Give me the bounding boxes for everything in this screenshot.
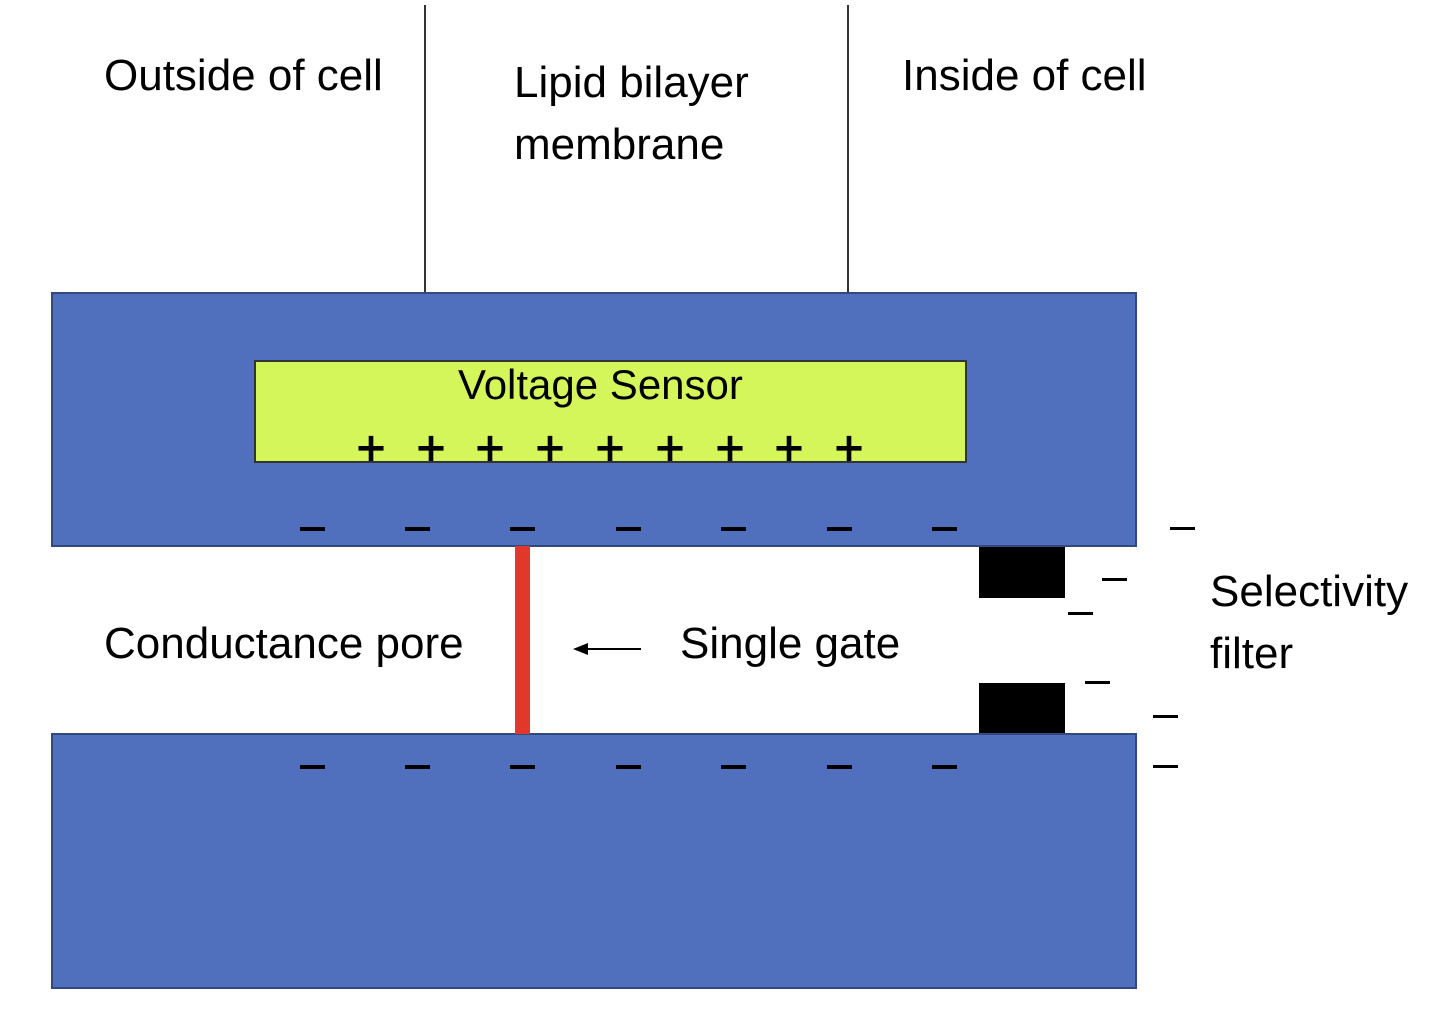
sensor-positive-charges: + + + + + + + + + [354,425,866,471]
negative-charge [932,765,957,769]
negative-charge [1068,612,1093,615]
negative-charge [300,765,325,769]
positive-charge: + [832,425,866,471]
lower-membrane-negative-charges [300,765,957,769]
selectivity-filter-bottom-block [979,683,1065,733]
outside-of-cell-label: Outside of cell [104,51,383,100]
upper-membrane-negative-charges [300,527,957,531]
lower-membrane-block [51,733,1137,989]
positive-charge: + [772,425,806,471]
selectivity-filter-label-line1: Selectivity [1210,567,1409,616]
positive-charge: + [354,425,388,471]
negative-charge [616,527,641,531]
negative-charge [827,527,852,531]
negative-charge [827,765,852,769]
positive-charge: + [473,425,507,471]
conductance-pore-label: Conductance pore [104,619,464,668]
inside-of-cell-label: Inside of cell [902,51,1147,100]
membrane-label-line2: membrane [514,120,725,169]
selectivity-filter-top-block [979,547,1065,598]
single-gate-bar [515,546,530,734]
positive-charge: + [713,425,747,471]
negative-charge [300,527,325,531]
positive-charge: + [533,425,567,471]
negative-charge [510,765,535,769]
voltage-sensor-box [254,360,967,463]
positive-charge: + [653,425,687,471]
single-gate-label: Single gate [680,619,901,668]
selectivity-filter-label-line2: filter [1210,629,1294,678]
gate-pointer-arrow [573,643,641,655]
positive-charge: + [593,425,627,471]
negative-charge [405,527,430,531]
negative-charge [721,527,746,531]
negative-charge [1153,715,1178,718]
negative-charge [932,527,957,531]
negative-charge [616,765,641,769]
negative-charge [1170,527,1195,530]
negative-charge [510,527,535,531]
membrane-label-line1: Lipid bilayer [514,58,749,107]
negative-charge [1085,681,1110,684]
selectivity-filter-negative-charges [1068,527,1195,768]
voltage-sensor-title: Voltage Sensor [458,361,743,408]
negative-charge [721,765,746,769]
negative-charge [1153,765,1178,768]
negative-charge [405,765,430,769]
positive-charge: + [414,425,448,471]
negative-charge [1102,578,1127,581]
